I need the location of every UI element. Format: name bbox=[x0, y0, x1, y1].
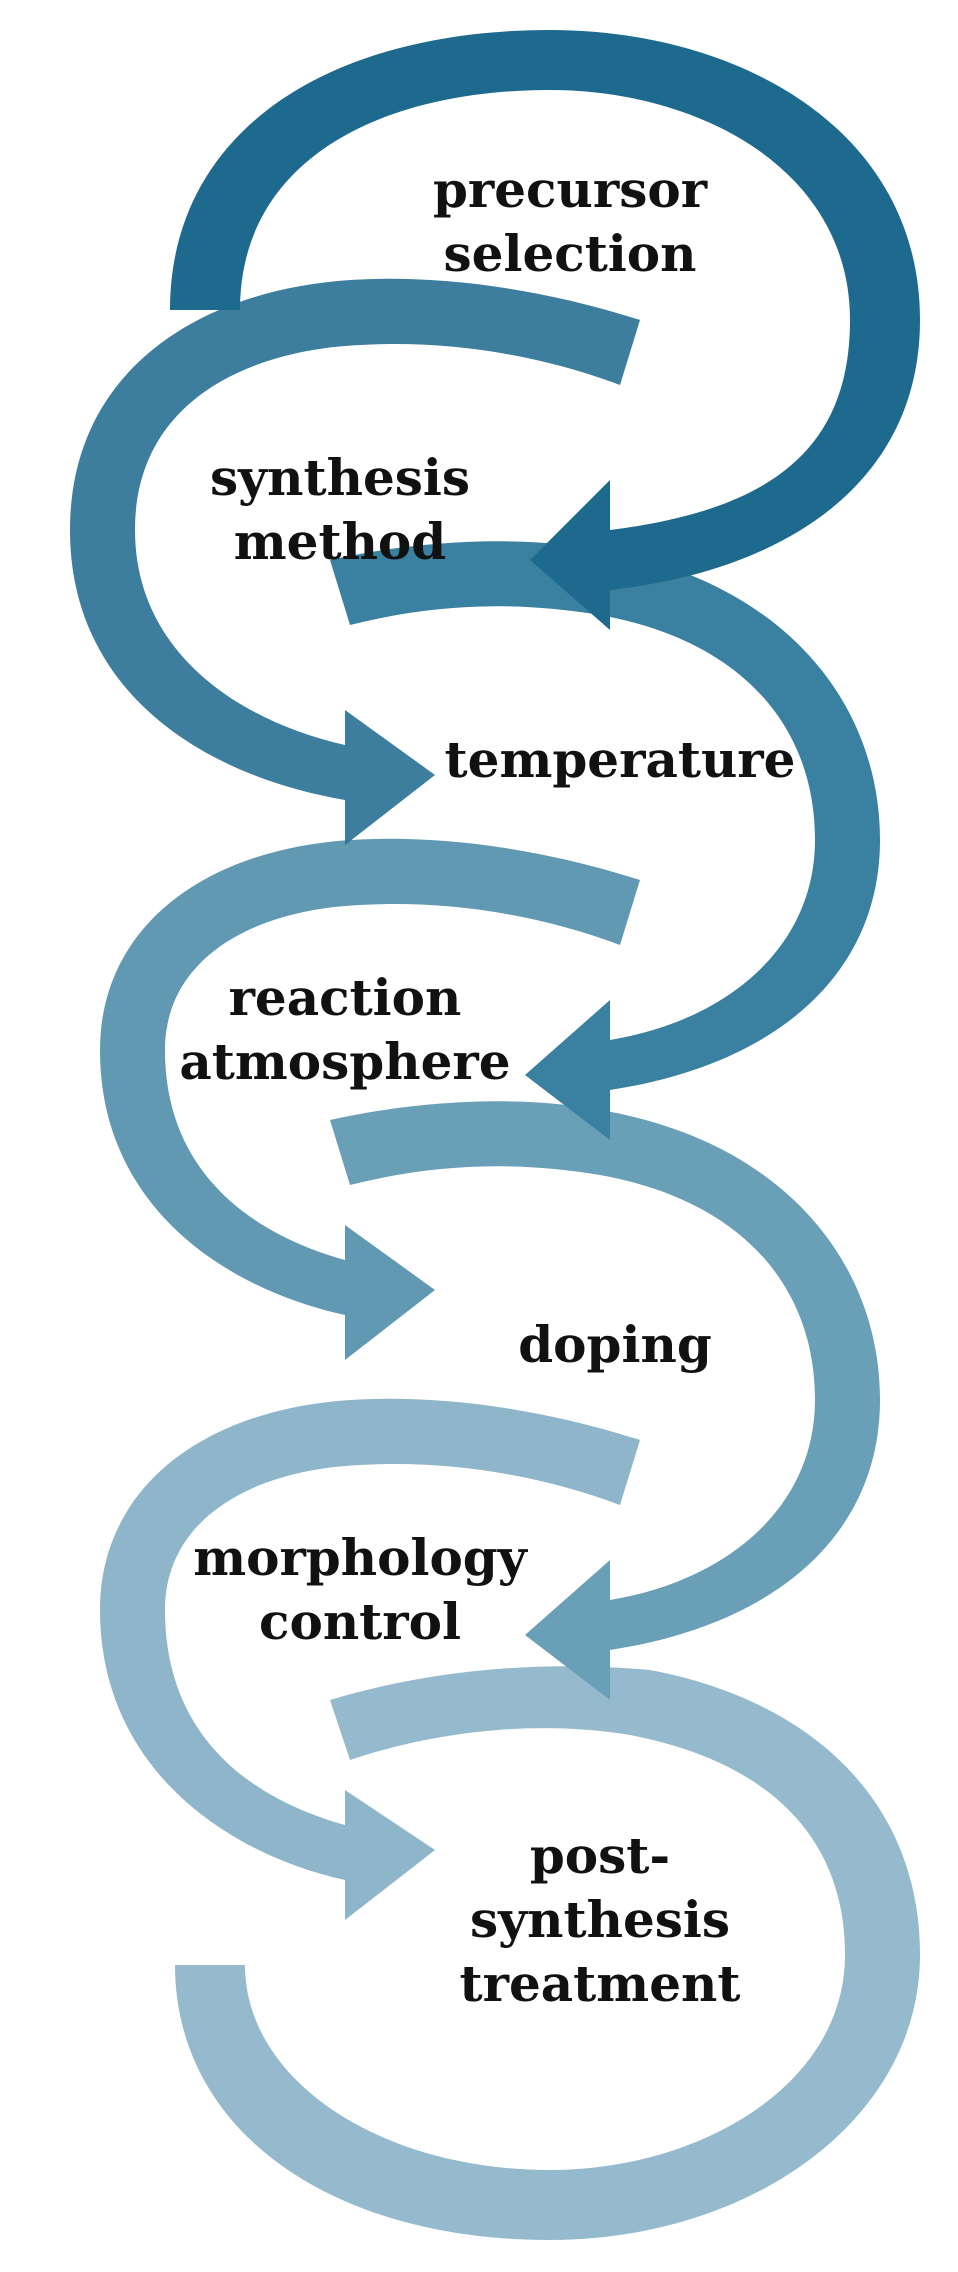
arrow-morphology-control bbox=[100, 1398, 640, 1920]
arrow-doping bbox=[330, 1101, 880, 1700]
arrow-synthesis-method bbox=[70, 278, 640, 845]
arrow-temperature bbox=[330, 541, 880, 1140]
step-label-morphology-control: morphology control bbox=[193, 1528, 527, 1651]
step-label-precursor-selection: precursor selection bbox=[432, 160, 708, 283]
step-label-reaction-atmosphere: reaction atmosphere bbox=[179, 968, 511, 1091]
step-label-doping: doping bbox=[518, 1315, 712, 1374]
step-label-temperature: temperature bbox=[444, 730, 796, 789]
step-label-post-synthesis-treatment: post- synthesis treatment bbox=[459, 1826, 741, 2013]
arrow-reaction-atmosphere bbox=[100, 838, 640, 1360]
step-label-synthesis-method: synthesis method bbox=[209, 448, 471, 571]
